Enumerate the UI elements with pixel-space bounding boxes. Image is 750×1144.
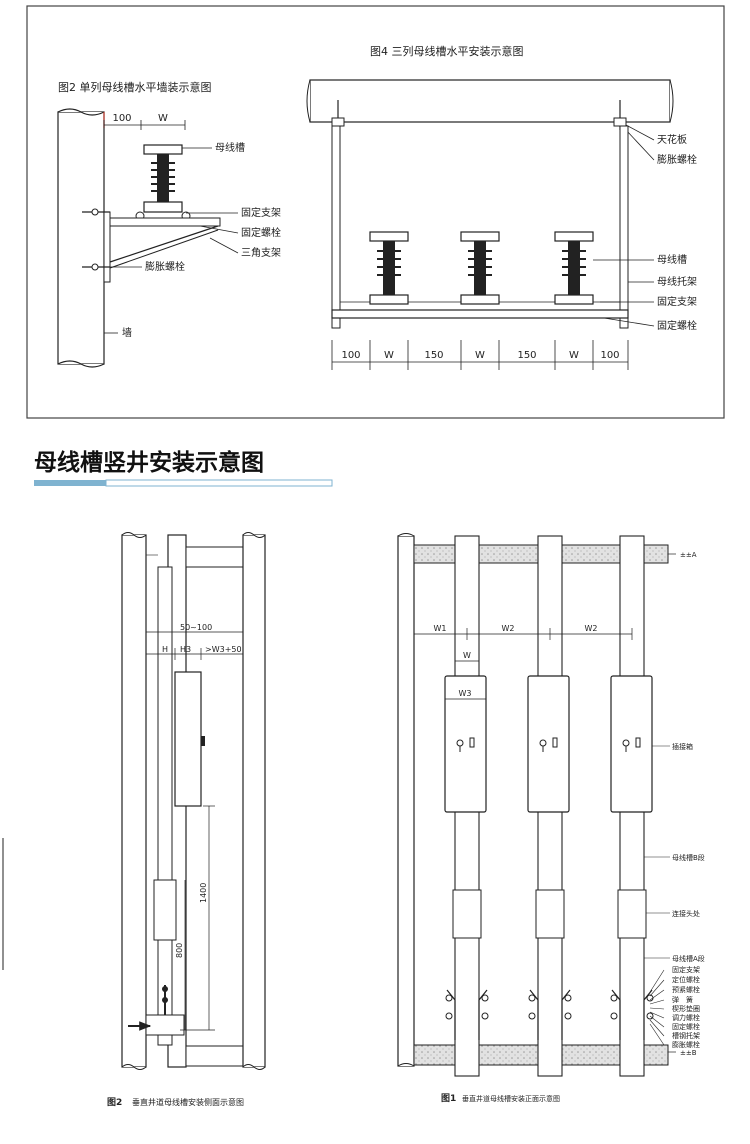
side-dim-800: 800: [175, 943, 184, 958]
fig4-dim-6: 100: [600, 350, 619, 361]
section-heading: 母线槽竖井安装示意图: [34, 449, 264, 476]
fig2-wall: [57, 108, 105, 368]
front-label-junction-box: 插接箱: [672, 742, 693, 751]
fig2-label-fixed-bolt: 固定螺栓: [241, 226, 281, 239]
fig4-dimension-line: [331, 340, 629, 370]
front-label-fixed-bracket: 固定支架: [672, 965, 700, 974]
front-label-spring: 弹 簧: [672, 995, 693, 1004]
front-label-expansion-bolt: 膨胀螺栓: [672, 1040, 700, 1049]
fig2-dimension-line: [103, 120, 186, 130]
front-label-connector: 连接头处: [672, 909, 700, 918]
heading-underline: [105, 479, 333, 487]
front-label-positioning-bolt: 定位螺栓: [672, 975, 700, 984]
side-dim-1400: 1400: [199, 883, 208, 903]
fig4-dim-5: W: [569, 350, 579, 361]
front-label-adjust-bolt: 调力螺栓: [672, 1013, 700, 1022]
fig4-label-busbar: 母线槽: [657, 253, 687, 266]
front-view-title-num: 图1: [441, 1093, 456, 1104]
fig4-title: 图4 三列母线槽水平安装示意图: [370, 44, 524, 58]
front-label-fixed-bolt: 固定螺栓: [672, 1022, 700, 1031]
fig2-label-wall: 墙: [122, 326, 132, 339]
fig4-dim-0: 100: [341, 350, 360, 361]
side-dim-w3-50: >W3+50: [205, 645, 242, 654]
side-view-title: 垂直井道母线槽安装侧面示意图: [132, 1097, 244, 1107]
front-dimensions: [413, 628, 633, 700]
fig2-brackets: [82, 208, 221, 283]
front-dim-w2b: W2: [585, 624, 598, 633]
fig4-label-ceiling: 天花板: [657, 133, 687, 146]
fig4-dim-4: 150: [517, 350, 536, 361]
front-label-busbar-b: 母线槽B段: [672, 853, 705, 862]
front-level-a: ±±A: [680, 551, 697, 559]
front-dim-w3: W3: [459, 689, 472, 698]
fig2-dim-100: 100: [112, 113, 131, 124]
front-view-title: 垂直井道母线槽安装正面示意图: [462, 1094, 560, 1103]
side-view-dimensions: [146, 554, 243, 1031]
side-view-title-num: 图2: [107, 1097, 122, 1108]
fig4-ceiling: [306, 79, 674, 130]
fig2-label-fixed-bracket: 固定支架: [241, 206, 281, 219]
front-label-preload-bolt: 预紧螺栓: [672, 985, 700, 994]
side-dim-h: H: [162, 645, 168, 654]
fig4-label-fixed-bolt: 固定螺栓: [657, 319, 697, 332]
front-leaders: [644, 745, 670, 1046]
front-dim-w1: W1: [434, 624, 447, 633]
front-level-b: ±±B: [680, 1049, 697, 1057]
front-busbar-column-2: [527, 535, 572, 1077]
side-dim-50-100: 50~100: [180, 623, 212, 632]
fig2-label-expansion-bolt: 膨胀螺栓: [145, 260, 185, 273]
heading-underline-accent: [34, 480, 106, 486]
fig4-busbar-2: [460, 231, 500, 305]
fig4-dim-3: W: [475, 350, 485, 361]
fig2-title: 图2 单列母线槽水平墙装示意图: [58, 80, 212, 94]
fig4-dim-1: W: [384, 350, 394, 361]
top-frame: [26, 5, 725, 419]
fig4-dim-2: 150: [424, 350, 443, 361]
front-label-busbar-a: 母线槽A段: [672, 954, 705, 963]
fig4-busbar-3: [554, 231, 594, 305]
front-busbar-column-3: [610, 535, 654, 1077]
front-busbar-column-1: [444, 535, 489, 1077]
fig4-label-expansion-bolt: 膨胀螺栓: [657, 153, 697, 166]
fig2-dim-w: W: [158, 113, 168, 124]
front-dim-w2a: W2: [502, 624, 515, 633]
front-label-channel-support: 槽钢托架: [672, 1031, 700, 1040]
side-view-busbar: [128, 566, 205, 1046]
fig4-label-fixed-bracket: 固定支架: [657, 295, 697, 308]
front-view-walls: [397, 533, 415, 1067]
fig4-label-busbar-support: 母线托架: [657, 275, 697, 288]
side-dim-h3: H3: [180, 645, 191, 654]
fig2-label-busbar: 母线槽: [215, 141, 245, 154]
fig2-label-triangle-bracket: 三角支架: [241, 247, 281, 259]
front-label-wedge-washer: 楔形垫圈: [672, 1004, 700, 1013]
fig4-busbar-1: [369, 231, 409, 305]
front-dim-w: W: [463, 651, 471, 660]
fig2-busbar: [135, 144, 191, 221]
